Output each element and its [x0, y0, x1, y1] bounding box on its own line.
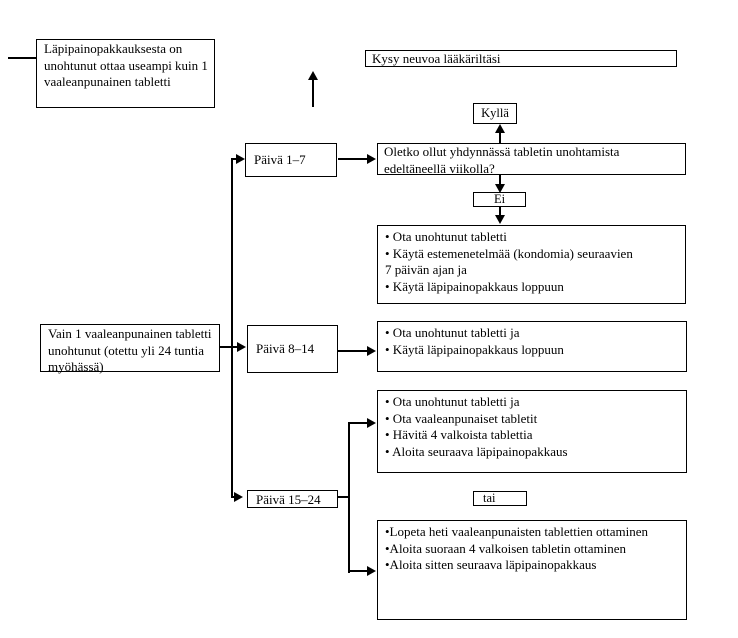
entry-connector-line — [8, 57, 36, 59]
arrowhead-day1524-icon — [234, 492, 243, 502]
day814-result-line: • Käytä läpipainopakkaus loppuun — [385, 341, 564, 357]
right-trunk-line — [348, 422, 350, 573]
up-arrowhead-icon — [308, 71, 318, 80]
node-day-1-7: Päivä 1–7 — [245, 143, 337, 177]
day1524-result-a-line: • Ota unohtunut tabletti ja — [385, 394, 520, 409]
node-no-text: Ei — [493, 192, 506, 206]
node-or: tai — [473, 491, 527, 506]
day1524-result-a-line: • Aloita seuraava läpipainopakkaus — [385, 443, 568, 459]
connector-day814-to-result — [338, 350, 368, 352]
connector-day1524-to-trunk — [338, 496, 350, 498]
day1524-result-a-line: • Hävitä 4 valkoista tablettia — [385, 427, 533, 442]
node-yes-text: Kyllä — [481, 106, 509, 120]
node-day1524-result-b: •Lopeta heti vaaleanpunaisten tablettien… — [377, 520, 687, 620]
node-single-tablet-missed-text: Vain 1 vaaleanpunainen tabletti unohtunu… — [48, 326, 212, 374]
node-question-text: Oletko ollut yhdynnässä tabletin unohtam… — [384, 144, 620, 176]
arrowhead-result-b-icon — [367, 566, 376, 576]
day1524-result-b-line: •Aloita sitten seuraava läpipainopakkaus — [385, 557, 597, 572]
node-day-15-24-text: Päivä 15–24 — [256, 491, 321, 507]
node-multiple-tablets-missed-text: Läpipainopakkauksesta on unohtunut ottaa… — [44, 41, 208, 89]
node-day1524-result-a: • Ota unohtunut tabletti ja • Ota vaalea… — [377, 390, 687, 473]
day17-result-line: • Käytä läpipainopakkaus loppuun — [385, 278, 564, 294]
node-day-8-14: Päivä 8–14 — [247, 325, 338, 373]
day1524-result-b-line: •Aloita suoraan 4 valkoisen tabletin ott… — [385, 540, 627, 556]
node-single-tablet-missed: Vain 1 vaaleanpunainen tabletti unohtunu… — [40, 324, 220, 374]
left-trunk-line — [231, 158, 233, 498]
up-arrow-shaft — [312, 79, 314, 107]
arrowhead-question-icon — [367, 154, 376, 164]
node-ask-doctor: Kysy neuvoa lääkäriltäsi — [365, 50, 677, 67]
day1524-result-a-line: • Ota vaaleanpunaiset tabletit — [385, 410, 538, 426]
day17-result-line: 7 päivän ajan ja — [385, 262, 467, 277]
day17-result-line: • Käytä estemenetelmää (kondomia) seuraa… — [385, 245, 633, 261]
node-day814-result: • Ota unohtunut tabletti ja • Käytä läpi… — [377, 321, 687, 372]
connector-trunk-to-day1524 — [231, 496, 236, 498]
connector-question-to-no — [499, 175, 501, 185]
arrowhead-question-to-yes-icon — [495, 124, 505, 133]
day1524-result-b-line: •Lopeta heti vaaleanpunaisten tablettien… — [385, 524, 649, 539]
arrowhead-day814-icon — [237, 342, 246, 352]
connector-single-to-day814 — [220, 346, 238, 348]
connector-question-to-yes — [499, 132, 501, 143]
connector-trunk-to-result-b — [348, 570, 368, 572]
arrowhead-day17-result-icon — [495, 215, 505, 224]
day17-result-line: • Ota unohtunut tabletti — [385, 229, 507, 244]
node-day17-result: • Ota unohtunut tabletti • Käytä estemen… — [377, 225, 686, 304]
arrowhead-day814-result-icon — [367, 346, 376, 356]
arrowhead-day17-icon — [236, 154, 245, 164]
day814-result-line: • Ota unohtunut tabletti ja — [385, 325, 520, 340]
node-yes: Kyllä — [473, 103, 517, 124]
node-day-8-14-text: Päivä 8–14 — [256, 340, 315, 356]
node-question: Oletko ollut yhdynnässä tabletin unohtam… — [377, 143, 686, 176]
node-day-1-7-text: Päivä 1–7 — [254, 151, 306, 167]
node-day-15-24: Päivä 15–24 — [247, 490, 338, 508]
node-multiple-tablets-missed: Läpipainopakkauksesta on unohtunut ottaa… — [36, 39, 215, 108]
node-no: Ei — [473, 192, 526, 207]
connector-day17-to-question — [338, 158, 368, 160]
node-or-text: tai — [483, 491, 496, 505]
arrowhead-no-icon — [495, 184, 505, 193]
node-ask-doctor-text: Kysy neuvoa lääkäriltäsi — [372, 51, 501, 66]
connector-trunk-to-result-a — [348, 422, 368, 424]
connector-no-to-result — [499, 207, 501, 216]
connector-trunk-to-day17 — [231, 158, 239, 160]
arrowhead-result-a-icon — [367, 418, 376, 428]
